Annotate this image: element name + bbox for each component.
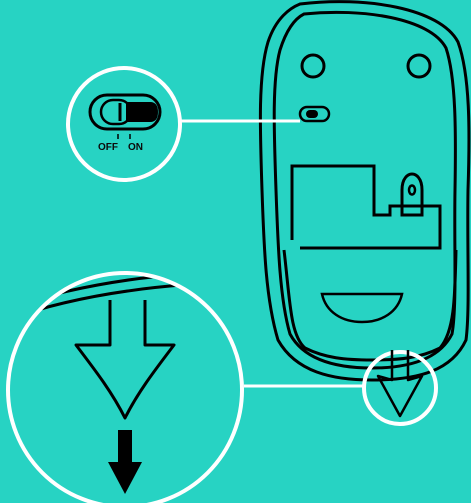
zoom-ring bbox=[6, 271, 244, 503]
switch-zoom-icon bbox=[88, 93, 162, 131]
switch-callout-ring bbox=[66, 66, 182, 182]
switch-callout: OFF ON bbox=[66, 66, 300, 182]
release-callout bbox=[244, 350, 438, 426]
mouse-body bbox=[258, 0, 471, 382]
switch-on-label: ON bbox=[128, 142, 143, 153]
battery-cover-latch bbox=[400, 172, 424, 217]
screw-hole-right bbox=[406, 53, 432, 79]
receiver-slot bbox=[320, 292, 404, 324]
latch-screw bbox=[407, 184, 417, 196]
release-callout-ring bbox=[362, 350, 438, 426]
mouse-base-plate bbox=[282, 249, 458, 362]
mouse-power-switch-icon bbox=[298, 105, 331, 123]
small-release-arrow-icon bbox=[376, 350, 424, 418]
battery-cover-outline bbox=[290, 164, 442, 250]
switch-off-label: OFF bbox=[98, 142, 118, 153]
zoom-detail bbox=[6, 271, 244, 503]
down-arrow-icon bbox=[108, 430, 142, 494]
zoom-release-tab-icon bbox=[74, 300, 176, 420]
screw-hole-left bbox=[300, 53, 326, 79]
